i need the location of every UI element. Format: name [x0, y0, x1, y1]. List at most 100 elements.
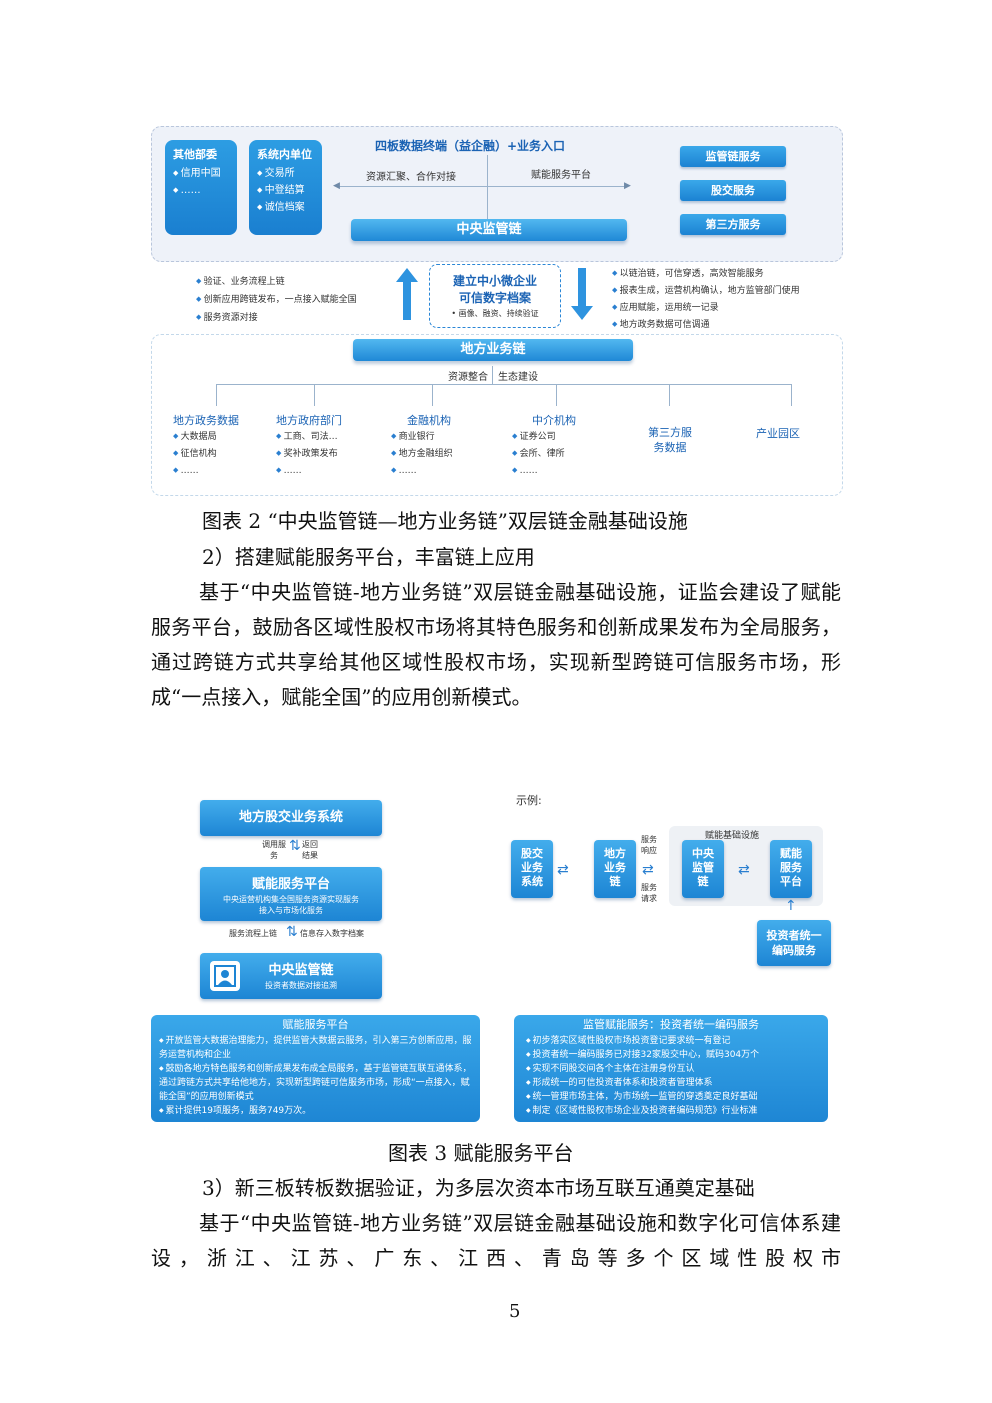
central-chain-box: 中央监管链 投资者数据对接追溯 — [200, 953, 382, 999]
info-box-investor-item: 制定《区域性股权市场企业及投资者编码规范》行业标准 — [526, 1104, 816, 1118]
info-box-platform: 赋能服务平台 开放监管大数据治理能力，提供监管大数据云服务，引入第三方创新应用，… — [151, 1015, 480, 1122]
top-title: 四板数据终端（益企融）+业务入口 — [375, 139, 566, 153]
service-response-label: 服务响应 — [641, 835, 657, 855]
vertical-axis — [487, 155, 488, 220]
category-item: 工商、司法… — [276, 428, 342, 445]
ex-local-chain-label: 地方业务链 — [604, 847, 626, 888]
right-arrow-icon: ▶ — [624, 181, 631, 191]
right-note: 地方政务数据可信调通 — [612, 316, 800, 333]
flow-onchain-label: 服务流程上链 — [229, 929, 277, 938]
local-exchange-system: 地方股交业务系统 — [200, 800, 382, 836]
category-items: 工商、司法… 奖补政策发布 …… — [276, 428, 342, 479]
right-note: 报表生成，运营机构确认，地方监管部门使用 — [612, 282, 800, 299]
system-units-box: 系统内单位 交易所 中登结算 诚信档案 — [249, 140, 322, 235]
system-units-item: 交易所 — [257, 165, 314, 182]
double-arrow-icon: ⇄ — [642, 862, 654, 878]
paragraph-3: 基于“中央监管链-地方业务链”双层链金融基础设施和数字化可信体系建设，浙江、江苏… — [151, 1211, 841, 1270]
category-title: 地方政府部门 — [276, 414, 342, 427]
other-ministries-item: …… — [173, 182, 229, 199]
ex-investor-coding: 投资者统一编码服务 — [757, 920, 831, 966]
figure-2: 其他部委 信用中国 …… 系统内单位 交易所 中登结算 诚信档案 四板数据终端（… — [0, 0, 992, 500]
empowerment-platform-box: 赋能服务平台 中央运营机构集全国服务资源实现服务接入与市场化服务 — [200, 867, 382, 921]
category-items: 商业银行 地方金融组织 …… — [391, 428, 453, 479]
infrastructure-label: 赋能基础设施 — [705, 831, 760, 841]
local-exchange-label: 地方股交业务系统 — [238, 810, 343, 825]
ex-exchange-system: 股交业务系统 — [511, 840, 553, 898]
category-item: 地方金融组织 — [391, 445, 453, 462]
paragraph-2: 基于“中央监管链-地方业务链”双层链金融基础设施，证监会建设了赋能服务平台，鼓励… — [151, 580, 841, 709]
example-label: 示例: — [516, 794, 542, 807]
left-note: 创新应用跨链发布，一点接入赋能全国 — [196, 291, 357, 309]
other-ministries-box: 其他部委 信用中国 …… — [165, 140, 237, 235]
right-button-third-party: 第三方服务 — [680, 214, 786, 235]
left-arrow-icon: ◀ — [333, 181, 340, 191]
up-arrow-icon: ↑ — [785, 898, 797, 914]
info-box-investor-title: 监管赋能服务：投资者统一编码服务 — [583, 1018, 759, 1031]
double-arrow-icon: ⇄ — [557, 862, 569, 878]
right-arrow-text: 赋能服务平台 — [531, 170, 591, 181]
category-item: 大数据局 — [173, 428, 239, 445]
branch-drop — [432, 384, 433, 406]
ex-central-chain-label: 中央监管链 — [692, 847, 714, 888]
up-arrow-icon — [396, 268, 418, 320]
category-title: 地方政务数据 — [173, 414, 239, 427]
digital-archive-title: 建立中小微企业 — [452, 274, 537, 288]
left-note: 服务资源对接 — [196, 309, 357, 327]
branch-drop — [314, 384, 315, 406]
ex-platform: 赋能服务平台 — [770, 840, 812, 898]
branch-drop — [669, 384, 670, 406]
category-item: 会所、律所 — [512, 445, 576, 462]
category-items: 大数据局 征信机构 …… — [173, 428, 239, 479]
info-box-platform-item: 累计提供19项服务，服务749万次。 — [159, 1104, 472, 1118]
category-industrial-park: 产业园区 — [756, 427, 800, 440]
updown-arrow-icon: ⇅ — [289, 838, 301, 854]
ex-investor-coding-label: 投资者统一编码服务 — [766, 929, 822, 957]
category-gov-dept: 地方政府部门 工商、司法… 奖补政策发布 …… — [276, 412, 342, 479]
right-button-exchange: 股交服务 — [680, 180, 786, 201]
portrait-icon — [210, 961, 240, 991]
info-box-platform-item: 开放监管大数据治理能力，提供监管大数据云服务，引入第三方创新应用，服务运营机构和… — [159, 1034, 472, 1062]
figure-3-caption: 图表 3 赋能服务平台 — [388, 1141, 574, 1165]
category-intermediary: 中介机构 证券公司 会所、律所 …… — [512, 412, 576, 479]
central-chain-bar: 中央监管链 — [351, 219, 627, 241]
category-item: …… — [276, 462, 342, 479]
category-title: 金融机构 — [407, 414, 451, 427]
other-ministries-item: 信用中国 — [173, 165, 229, 182]
branch-drop — [216, 384, 217, 406]
right-note: 应用赋能，运用统一记录 — [612, 299, 800, 316]
info-box-investor: 监管赋能服务：投资者统一编码服务 初步落实区域性股权市场投资登记要求统一有登记 … — [514, 1015, 828, 1122]
digital-archive-box: 建立中小微企业 可信数字档案 • 画像、融资、持续验证 — [429, 264, 561, 328]
category-third-party: 第三方服务数据 — [648, 426, 692, 454]
empowerment-platform-title: 赋能服务平台 — [251, 877, 330, 892]
figure-2-caption: 图表 2 “中央监管链—地方业务链”双层链金融基础设施 — [202, 509, 688, 533]
ex-platform-label: 赋能服务平台 — [780, 847, 802, 888]
local-sub-right: 生态建设 — [498, 372, 538, 383]
section-2-heading: 2）搭建赋能服务平台，丰富链上应用 — [202, 545, 535, 569]
local-chain-bar: 地方业务链 — [353, 339, 633, 361]
category-item: …… — [391, 462, 453, 479]
left-arrow-text: 资源汇聚、合作对接 — [366, 172, 456, 183]
double-arrow-icon: ⇄ — [738, 862, 750, 878]
category-item: 征信机构 — [173, 445, 239, 462]
category-item: 商业银行 — [391, 428, 453, 445]
category-title: 中介机构 — [532, 414, 576, 427]
other-ministries-title: 其他部委 — [173, 148, 217, 161]
system-units-title: 系统内单位 — [257, 148, 312, 161]
right-notes: 以链治链，可信穿透，高效智能服务 报表生成，运营机构确认，地方监管部门使用 应用… — [612, 265, 800, 333]
branch-drop — [556, 384, 557, 406]
call-service-label: 调用服务 — [262, 840, 286, 860]
left-notes: 验证、业务流程上链 创新应用跨链发布，一点接入赋能全国 服务资源对接 — [196, 273, 357, 327]
left-note: 验证、业务流程上链 — [196, 273, 357, 291]
system-units-item: 中登结算 — [257, 182, 314, 199]
updown-arrow-icon: ⇅ — [286, 924, 298, 940]
ex-central-chain: 中央监管链 — [682, 840, 724, 898]
local-sub-divider — [492, 366, 493, 384]
category-item: …… — [173, 462, 239, 479]
branch-drop — [791, 384, 792, 406]
page-number: 5 — [509, 1301, 521, 1322]
central-chain-title: 中央监管链 — [268, 963, 334, 978]
category-item: …… — [512, 462, 576, 479]
category-items: 证券公司 会所、律所 …… — [512, 428, 576, 479]
local-sub-left: 资源整合 — [448, 372, 488, 383]
category-item: 奖补政策发布 — [276, 445, 342, 462]
